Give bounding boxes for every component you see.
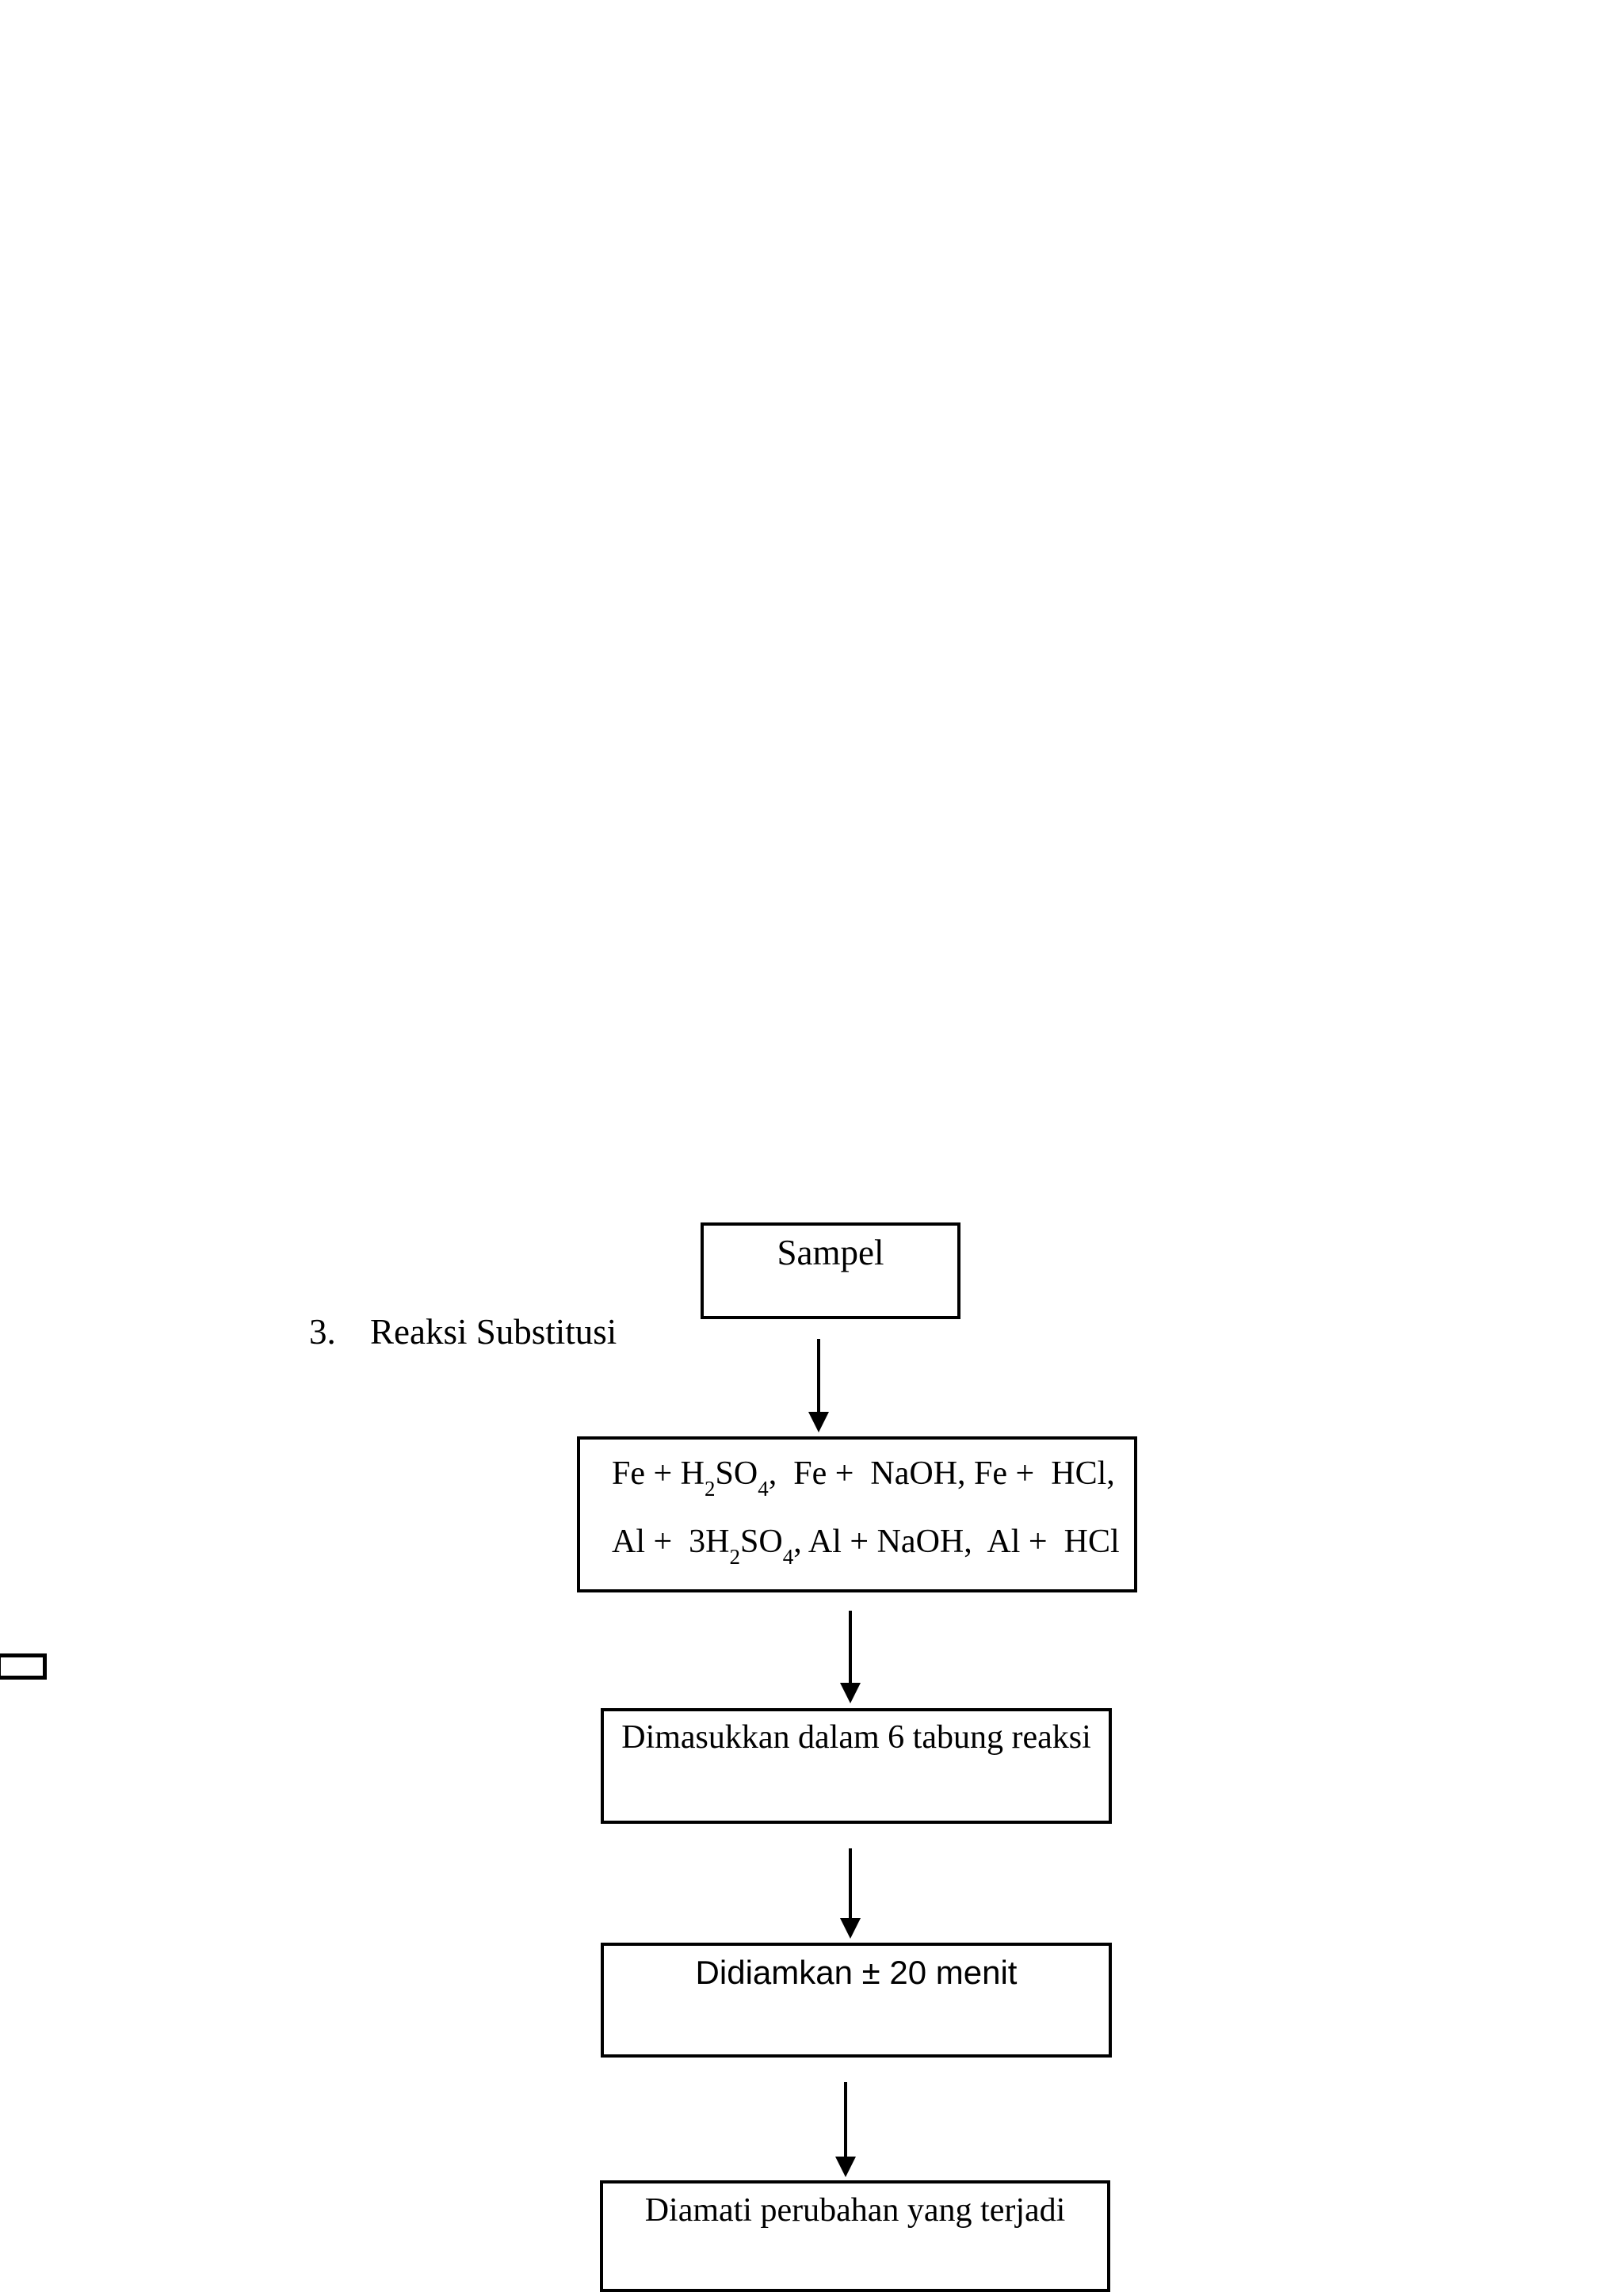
arrow-shaft: [817, 1339, 820, 1413]
flow-node-label: Diamati perubahan yang terjadi: [644, 2192, 1066, 2229]
reagent-line-2: Al + 3H2SO4, Al + NaOH, Al + HCl: [612, 1524, 1120, 1569]
flow-node-observe: Diamati perubahan yang terjadi: [600, 2180, 1110, 2292]
arrow-shaft: [844, 2082, 847, 2158]
flow-arrow-down-2: [840, 1611, 861, 1703]
arrow-shaft: [849, 1848, 852, 1920]
flow-node-label: Dimasukkan dalam 6 tabung reaksi: [621, 1719, 1091, 1756]
reagent-line-1: Fe + H2SO4, Fe + NaOH, Fe + HCl,: [612, 1455, 1115, 1501]
arrowhead-down-icon: [840, 1918, 861, 1939]
arrowhead-down-icon: [835, 2157, 856, 2177]
section-number: 3.: [309, 1312, 336, 1352]
flow-node-rest: Didiamkan ± 20 menit: [601, 1943, 1112, 2058]
flow-node-label: Didiamkan ± 20 menit: [695, 1954, 1018, 1991]
flow-node-tubes: Dimasukkan dalam 6 tabung reaksi: [601, 1708, 1112, 1824]
arrow-shaft: [849, 1611, 852, 1684]
flow-arrow-down-4: [835, 2082, 856, 2177]
stray-rectangle: [0, 1653, 47, 1680]
flow-node-label: Sampel: [777, 1233, 884, 1272]
flow-arrow-down-3: [840, 1848, 861, 1939]
arrowhead-down-icon: [840, 1683, 861, 1703]
flow-arrow-down-1: [808, 1339, 829, 1432]
arrowhead-down-icon: [808, 1412, 829, 1432]
flow-node-reagents: Fe + H2SO4, Fe + NaOH, Fe + HCl, Al + 3H…: [577, 1436, 1137, 1592]
section-title: Reaksi Substitusi: [370, 1312, 617, 1352]
flow-node-sampel: Sampel: [701, 1222, 960, 1319]
